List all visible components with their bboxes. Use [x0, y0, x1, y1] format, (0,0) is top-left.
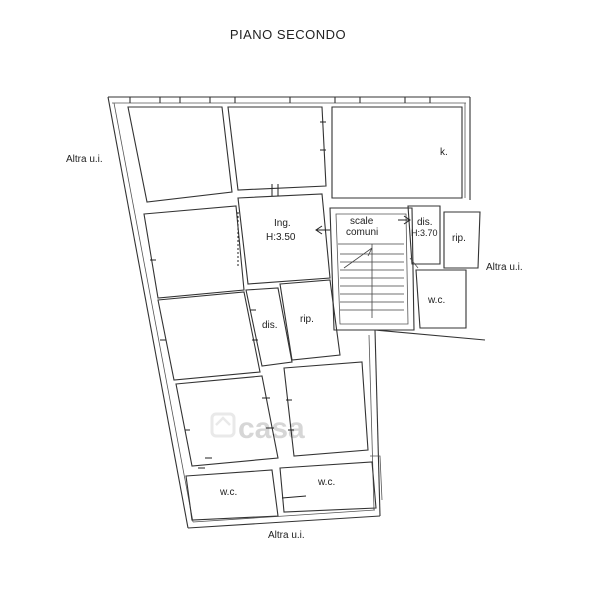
- label-dis-right: dis.: [417, 217, 433, 228]
- label-altra-bottom: Altra u.i.: [268, 530, 305, 541]
- plan-title: PIANO SECONDO: [230, 27, 346, 42]
- label-kitchen: k.: [440, 147, 448, 158]
- upper-rooms: [127, 106, 463, 203]
- label-scale: scale: [350, 216, 374, 227]
- middle-rooms: [143, 193, 341, 381]
- door-marks: [150, 121, 326, 499]
- lower-rooms: [175, 361, 383, 521]
- label-comuni: comuni: [346, 227, 378, 238]
- right-rooms: [407, 205, 481, 329]
- label-ingresso: Ing.: [274, 218, 291, 229]
- label-dis-center: dis.: [262, 320, 278, 331]
- label-ingresso-height: H:3.50: [266, 232, 296, 243]
- outer-walls: [107, 96, 486, 529]
- watermark-house-icon: [210, 412, 236, 438]
- watermark-text: casa: [238, 412, 305, 445]
- staircase: [329, 207, 415, 331]
- label-altra-right: Altra u.i.: [486, 262, 523, 273]
- label-rip-right: rip.: [452, 233, 466, 244]
- label-altra-left: Altra u.i.: [66, 154, 103, 165]
- label-rip-center: rip.: [300, 314, 314, 325]
- label-wc-bottom-right: w.c.: [317, 477, 335, 488]
- entry-arrows: [315, 215, 411, 235]
- label-wc-right: w.c.: [427, 295, 445, 306]
- label-dis-right-height: H:3.70: [411, 228, 438, 238]
- label-wc-bottom-left: w.c.: [219, 487, 237, 498]
- top-windows: [129, 97, 431, 103]
- watermark: casa: [210, 412, 305, 445]
